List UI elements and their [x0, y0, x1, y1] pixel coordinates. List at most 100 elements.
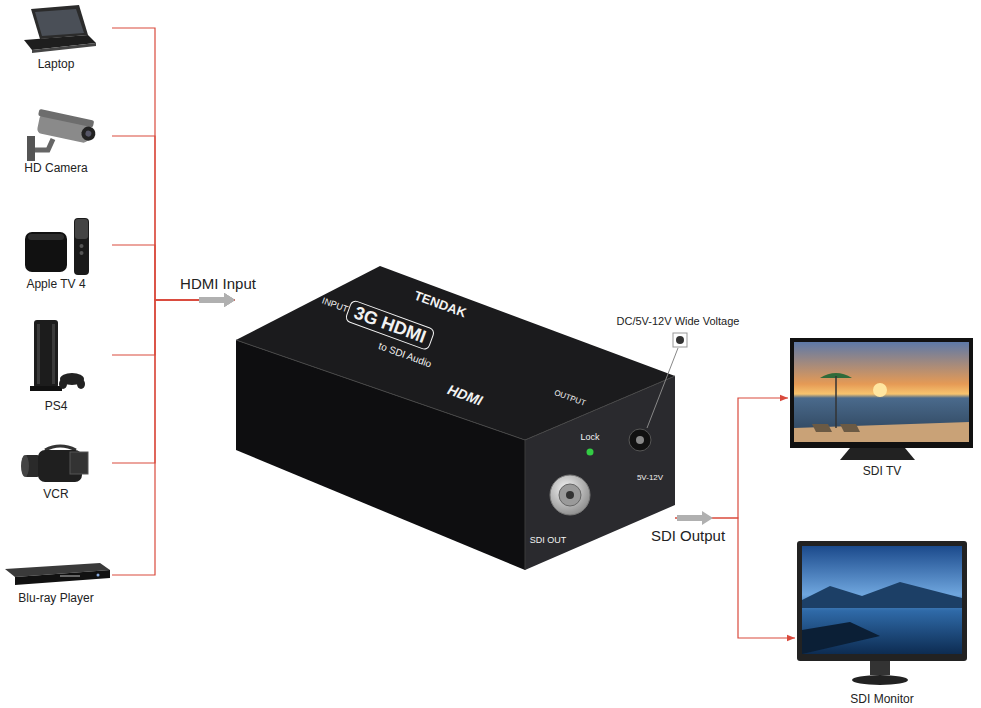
laptop-icon: [24, 5, 96, 53]
console-icon: [77, 379, 85, 389]
tv-illustration: [812, 424, 832, 432]
product-print: TENDAK: [412, 289, 468, 322]
console-icon: [59, 379, 67, 389]
console-icon: [30, 320, 85, 391]
camcorder-icon: [70, 452, 88, 474]
media-box-icon: [80, 244, 84, 248]
product-print: HDMI: [445, 381, 484, 408]
console-icon: [37, 324, 40, 384]
converter-housing: [550, 475, 590, 515]
device-node: Blu-ray Player: [0, 556, 112, 605]
signal-wire: [112, 136, 235, 300]
product-print: OUTPUT: [553, 388, 587, 408]
converter-housing: [636, 436, 644, 444]
console-icon: [52, 324, 55, 384]
device-node: PS4: [0, 316, 112, 413]
player-icon: [60, 575, 80, 577]
device-node: SDI TV: [788, 336, 976, 478]
signal-wire: [112, 300, 235, 463]
monitor-illustration: [870, 661, 890, 675]
signal-wire: [112, 300, 235, 575]
media-box-icon: [75, 219, 88, 239]
camcorder-icon: [21, 446, 88, 482]
tv-illustration: [794, 422, 969, 442]
converter-housing: [525, 376, 675, 570]
converter-housing: [236, 340, 675, 440]
signal-wire: [675, 518, 795, 638]
signal-wire: [112, 300, 235, 355]
callout-marker: [676, 336, 684, 344]
product-print: SDI OUT: [530, 535, 567, 545]
player-icon: [15, 570, 110, 585]
monitor-illustration: [802, 622, 880, 654]
device-node: Laptop: [0, 5, 112, 71]
monitor-illustration: [797, 541, 967, 685]
product-print: INPUT: [321, 296, 350, 315]
laptop-icon: [32, 43, 96, 53]
console-icon: [34, 320, 58, 388]
signal-label: SDI Output: [651, 527, 725, 544]
converter-housing: [236, 340, 525, 570]
tv-illustration: [840, 424, 860, 432]
converter-housing: [525, 440, 526, 570]
camcorder-icon: [45, 446, 76, 450]
converter-housing: [566, 491, 574, 499]
device-label: Laptop: [38, 57, 75, 71]
product-print: Lock: [580, 432, 599, 442]
signal-label: HDMI Input: [180, 275, 256, 292]
product-print: 3G HDMI: [344, 299, 435, 351]
player-icon: [97, 574, 100, 577]
converter-housing: [587, 449, 594, 456]
camera-icon: [35, 139, 53, 150]
media-box-icon: [28, 234, 64, 240]
camera-icon: [27, 109, 98, 161]
laptop-icon: [35, 9, 84, 36]
product-print: 5V-12V: [637, 473, 663, 482]
device-label: SDI TV: [863, 464, 901, 478]
device-label: HD Camera: [24, 161, 87, 175]
device-node: Apple TV 4: [0, 215, 112, 291]
output-arrow: [677, 511, 713, 525]
monitor-illustration: [852, 675, 908, 685]
signal-wire: [675, 398, 788, 518]
device-node: HD Camera: [0, 112, 112, 175]
media-box-icon: [25, 232, 67, 272]
converter-housing: [236, 266, 675, 570]
device-label: SDI Monitor: [850, 692, 913, 706]
device-label: Apple TV 4: [26, 277, 85, 291]
media-box-icon: [25, 218, 89, 275]
callout-marker: [647, 333, 687, 428]
output-arrow: [677, 511, 713, 525]
device-label: Blu-ray Player: [18, 591, 93, 605]
camera-icon: [80, 125, 97, 142]
callout-marker: [673, 333, 687, 347]
signal-wire: [112, 28, 235, 300]
converter-housing: [559, 484, 581, 506]
camera-icon: [27, 136, 35, 161]
laptop-icon: [31, 5, 88, 39]
signal-wire: [112, 245, 235, 300]
console-icon: [30, 386, 62, 391]
tv-illustration: [790, 338, 973, 460]
tv-illustration: [873, 383, 887, 397]
converter-housing: [629, 429, 651, 451]
callout-marker: [647, 348, 678, 428]
media-box-icon: [80, 251, 84, 255]
product-print: to SDI Audio: [377, 340, 433, 370]
device-node: VCR: [0, 442, 112, 501]
player-icon: [5, 563, 110, 585]
camera-icon: [38, 109, 94, 127]
tv-illustration: [835, 376, 837, 428]
converter-box: INPUT TENDAK3G HDMIto SDI AudioHDMI OUTPUT…: [235, 265, 675, 570]
callout-label: DC/5V-12V Wide Voltage: [617, 315, 740, 328]
tv-illustration: [794, 342, 969, 442]
camera-icon: [34, 109, 98, 145]
device-label: PS4: [45, 399, 68, 413]
monitor-illustration: [797, 541, 967, 661]
camera-icon: [85, 130, 92, 137]
monitor-illustration: [802, 582, 962, 608]
device-label: VCR: [43, 487, 68, 501]
